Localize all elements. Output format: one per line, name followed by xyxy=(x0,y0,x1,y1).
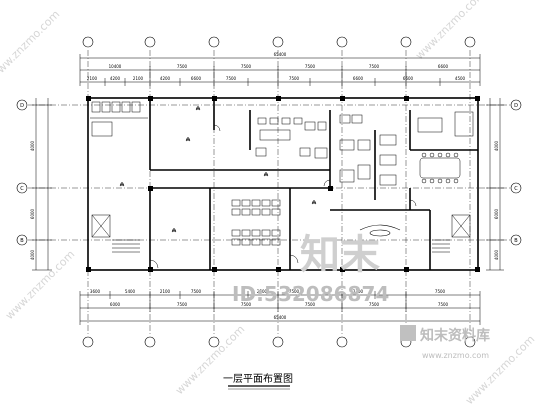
stairs xyxy=(91,214,471,253)
dim-left-seg: 4000 xyxy=(30,249,35,260)
reception-desk xyxy=(359,224,401,237)
dim-bottom-seg: 7500 xyxy=(438,302,449,307)
dim-top-detail: 2100 xyxy=(133,76,144,81)
dim-bottom-seg: 6000 xyxy=(110,302,121,307)
building-walls xyxy=(87,97,479,271)
dim-bottom-detail: 7500 xyxy=(289,289,300,294)
right-axis-markers xyxy=(510,99,522,246)
dim-bottom-detail: 5400 xyxy=(125,289,136,294)
top-axis-markers xyxy=(82,36,476,48)
top-dimension-text: 65400 10400 7500 7500 7500 7500 6600 210… xyxy=(87,52,466,81)
svg-text:C: C xyxy=(514,186,518,192)
diagonal-watermark: www.znzmo.com xyxy=(0,8,62,82)
drawing-title: 一层平面布置图 xyxy=(223,373,293,385)
dim-top-seg: 7500 xyxy=(177,64,188,69)
dim-top-detail: 6600 xyxy=(403,76,414,81)
diagonal-watermark: www.znzmo.com xyxy=(413,0,487,62)
svg-text:C: C xyxy=(20,186,24,192)
office-furniture xyxy=(255,111,474,186)
dim-top-overall: 65400 xyxy=(274,52,287,57)
dim-top-detail: 7500 xyxy=(226,76,237,81)
left-axis-markers xyxy=(16,99,28,246)
dim-left-seg: 6000 xyxy=(30,208,35,219)
dim-top-detail: 4200 xyxy=(160,76,171,81)
side-dimension-text: 4000 6000 4000 4000 6000 4000 xyxy=(30,140,499,260)
dim-top-detail: 6600 xyxy=(191,76,202,81)
dim-top-detail: 7500 xyxy=(289,76,300,81)
dim-bottom-seg: 7500 xyxy=(241,302,252,307)
structural-columns[interactable] xyxy=(86,96,480,272)
dim-bottom-overall: 65400 xyxy=(274,315,287,320)
axis-labels: D C B D C B xyxy=(20,103,518,244)
diagonal-watermark: www.znzmo.com xyxy=(3,248,77,322)
dim-right-seg: 4000 xyxy=(494,140,499,151)
bottom-dimension-lines xyxy=(79,291,481,325)
dim-bottom-detail: 2100 xyxy=(160,289,171,294)
dim-bottom-seg: 7500 xyxy=(305,302,316,307)
dim-bottom-detail: 3600 xyxy=(90,289,101,294)
svg-text:D: D xyxy=(514,103,518,109)
dim-top-seg: 6600 xyxy=(438,64,449,69)
svg-text:B: B xyxy=(514,238,518,244)
bottom-dimension-text: 3600 5400 2100 7500 2500 7500 2300 7500 … xyxy=(90,289,449,320)
watermark-logo: 知末 ID:532086874 xyxy=(232,232,389,306)
side-dimension-lines xyxy=(32,98,504,271)
watermark-id-text: ID:532086874 xyxy=(232,282,389,306)
doors xyxy=(149,124,417,269)
dim-right-seg: 6000 xyxy=(494,208,499,219)
dim-top-detail: 6600 xyxy=(353,76,364,81)
drawing-title-block: 一层平面布置图 xyxy=(223,373,293,390)
dim-bottom-detail: 2500 xyxy=(257,289,268,294)
diagonal-watermarks: www.znzmo.com www.znzmo.com www.znzmo.co… xyxy=(0,0,537,407)
workstation-grid xyxy=(231,199,281,246)
watermark-logo-text: 知末 xyxy=(300,232,380,278)
dim-top-detail: 2100 xyxy=(87,76,98,81)
dim-top-detail: 4200 xyxy=(110,76,121,81)
dim-bottom-detail: 7500 xyxy=(191,289,202,294)
dim-top-seg: 10400 xyxy=(109,64,122,69)
dim-top-detail: 4500 xyxy=(455,76,466,81)
brand-url: www.znzmo.com xyxy=(422,351,489,360)
dim-left-seg: 4000 xyxy=(30,140,35,151)
dim-bottom-seg: 7500 xyxy=(177,302,188,307)
dim-top-seg: 7500 xyxy=(241,64,252,69)
dim-top-seg: 7500 xyxy=(369,64,380,69)
restroom-fixtures xyxy=(90,101,148,137)
brand-watermark: 知末资料库 www.znzmo.com xyxy=(400,325,490,360)
dim-right-seg: 4000 xyxy=(494,249,499,260)
dim-bottom-detail: 7500 xyxy=(435,289,446,294)
svg-text:D: D xyxy=(20,103,24,109)
svg-text:B: B xyxy=(20,238,24,244)
dim-bottom-detail: 2300 xyxy=(353,289,364,294)
top-dimension-lines xyxy=(79,54,481,86)
dim-bottom-seg: 7500 xyxy=(369,302,380,307)
ceiling-lights xyxy=(119,105,317,233)
brand-name: 知末资料库 xyxy=(420,327,490,344)
bottom-axis-markers xyxy=(82,336,476,348)
dim-top-seg: 7500 xyxy=(305,64,316,69)
